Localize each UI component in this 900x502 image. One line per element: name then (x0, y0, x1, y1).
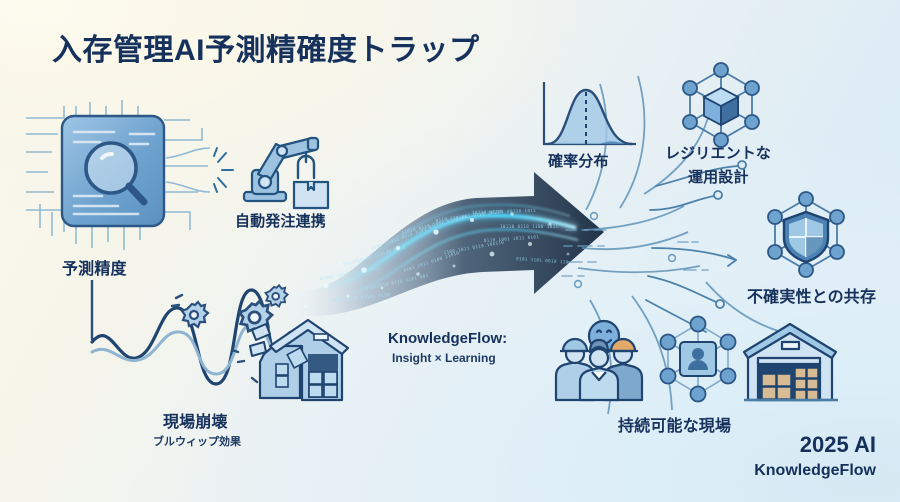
label-forecast-accuracy: 予測精度 (62, 261, 127, 278)
page-title: 入存管理AI予測精確度トラップ (52, 34, 480, 67)
label-probability-distribution: 確率分布 (548, 153, 609, 170)
svg-text:0011 1010 01101 0110: 0011 1010 01101 0110 (332, 292, 391, 303)
svg-text:10110 0110 1100 1011: 10110 0110 1100 1011 (500, 224, 559, 229)
connector-lines (561, 75, 797, 415)
svg-text:0101 1101 0010 110: 0101 1101 0010 110 (516, 256, 569, 265)
brand-year: 2025 AI (799, 432, 876, 457)
shield-network-icon (767, 191, 845, 278)
bullwhip-wave-icon (90, 280, 350, 402)
document-magnifier-icon (26, 100, 234, 250)
bell-curve-icon (542, 82, 636, 146)
flow-title: KnowledgeFlow: (388, 330, 508, 347)
label-site-collapse: 現場崩壊 (163, 414, 228, 431)
sublabel-bullwhip-effect: ブルウィップ効果 (153, 436, 241, 448)
svg-text:10110 01101 00110 1011: 10110 01101 00110 1011 (472, 208, 536, 215)
network-cube-icon (682, 62, 760, 148)
workers-warehouse-icon (554, 315, 838, 403)
label-sustainable-site: 持続可能な現場 (618, 418, 732, 435)
label-auto-ordering: 自動発注連携 (235, 213, 326, 230)
label-resilient-design-2: 運用設計 (688, 169, 749, 186)
data-flow-arrow: 01001 1011 0110 10011 1011010 01 110100 … (296, 172, 604, 317)
flow-subtitle: Insight × Learning (392, 351, 496, 365)
svg-text:0110 1001 1011 0101: 0110 1001 1011 0101 (484, 234, 540, 243)
label-resilient-design-1: レジリエントな (665, 145, 772, 162)
label-uncertainty-coexistence: 不確実性との共存 (747, 289, 877, 306)
robot-arm-icon (242, 136, 330, 210)
brand-name: KnowledgeFlow (754, 462, 876, 479)
